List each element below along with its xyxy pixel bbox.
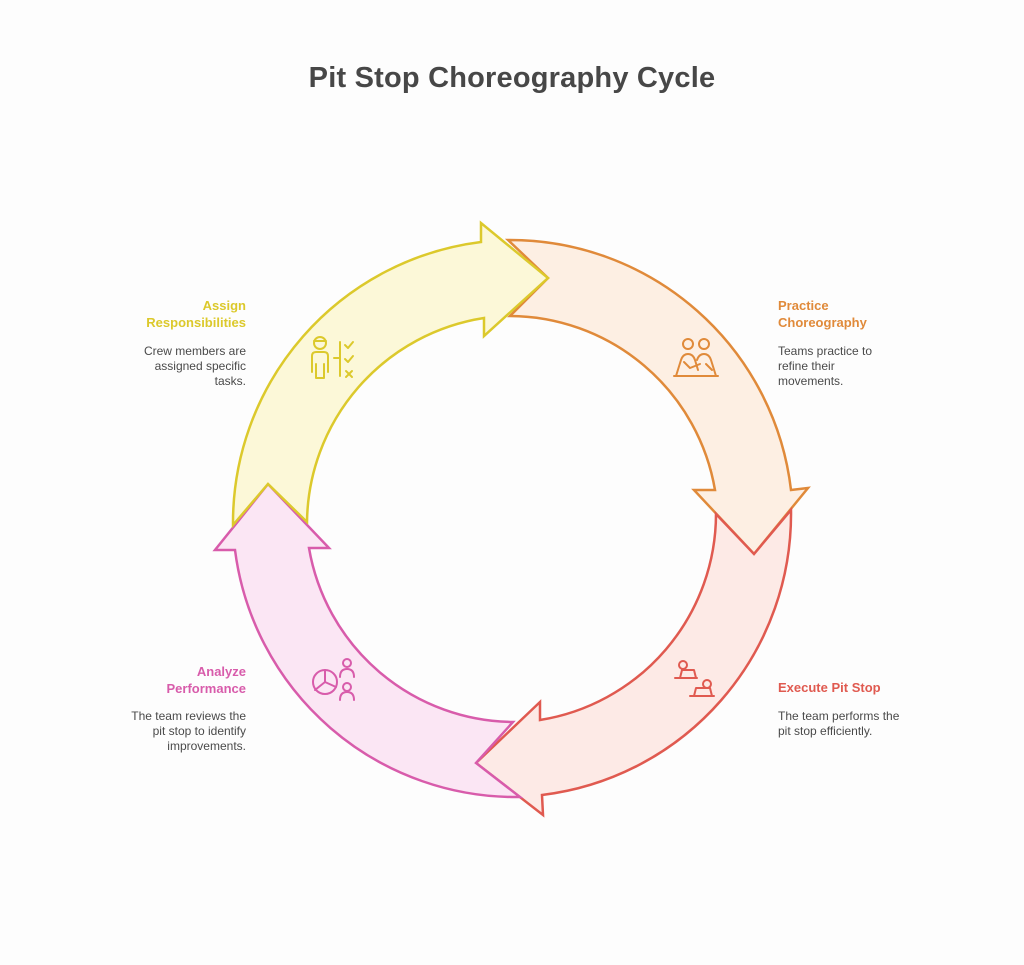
step-label-analyze: Analyze Performance [96,663,246,697]
step-label-assign-line1: Assign [202,298,246,313]
pie-chart-people-icon [312,658,355,701]
step-label-assign: Assign Responsibilities [96,297,246,331]
step-label-practice: Practice Choreography [778,297,958,331]
step-label-assign-line2: Responsibilities [146,315,246,330]
step-label-practice-line1: Practice [778,298,829,313]
people-at-laptops-icon [674,660,715,697]
step-desc-execute-line1: The team performs the [778,709,900,723]
step-label-execute-line1: Execute Pit Stop [778,680,881,695]
step-desc-execute: The team performs the pit stop efficient… [778,709,978,739]
diagram-title: Pit Stop Choreography Cycle [308,62,716,94]
step-desc-practice-line3: movements. [778,374,844,388]
step-desc-practice: Teams practice to refine their movements… [778,344,958,389]
step-desc-practice-line2: refine their [778,359,835,373]
two-people-practicing-icon [673,338,719,377]
step-desc-assign-line2: assigned specific [154,359,246,373]
person-checklist-icon [311,336,354,379]
step-desc-assign-line1: Crew members are [143,344,246,358]
step-desc-execute-line2: pit stop efficiently. [778,724,873,738]
step-desc-assign: Crew members are assigned specific tasks… [96,344,246,389]
step-desc-analyze-line2: pit stop to identify [152,724,246,738]
step-label-analyze-line2: Performance [166,681,246,696]
step-desc-practice-line1: Teams practice to [778,344,873,358]
arrow-analyze [212,482,524,799]
step-desc-analyze-line1: The team reviews the [131,709,246,723]
step-desc-assign-line3: tasks. [214,374,246,388]
step-label-execute: Execute Pit Stop [778,679,978,696]
step-label-practice-line2: Choreography [778,315,867,330]
arrow-assign [231,220,550,529]
arrow-execute [474,506,793,818]
step-desc-analyze: The team reviews the pit stop to identif… [96,709,246,754]
step-label-analyze-line1: Analyze [196,664,246,679]
arrow-practice [504,238,811,556]
step-desc-analyze-line3: improvements. [167,739,246,753]
